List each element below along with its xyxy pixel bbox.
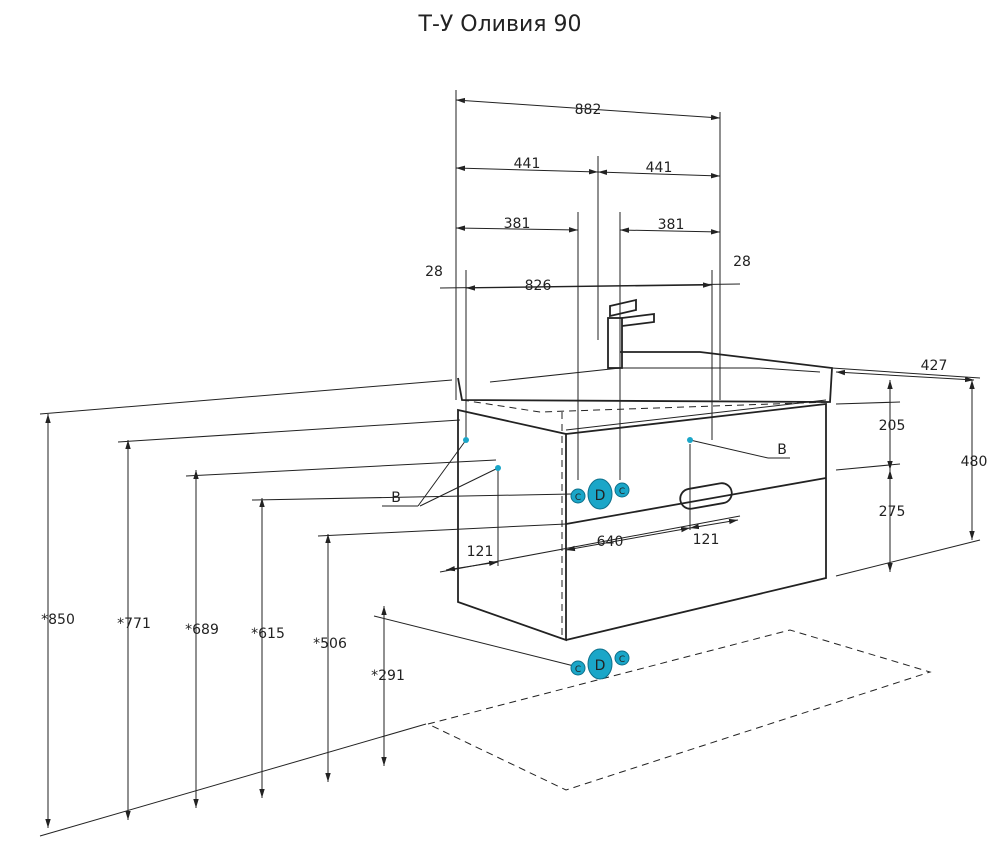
connection-c-icon bbox=[614, 482, 630, 498]
connection-d-label: D bbox=[595, 658, 606, 674]
dim-total-height: 480 bbox=[961, 454, 988, 470]
dim-margin-left: 28 bbox=[425, 264, 443, 280]
dim-inner-width: 826 bbox=[525, 278, 552, 294]
b-point-left-2 bbox=[495, 465, 501, 471]
dim-h689: *689 bbox=[185, 622, 219, 638]
dim-offset-right: 121 bbox=[693, 532, 720, 548]
dim-half-left: 441 bbox=[514, 156, 541, 172]
connection-c-label: C bbox=[575, 665, 581, 675]
dim-drawer-width: 640 bbox=[597, 534, 624, 550]
connection-c-icon bbox=[570, 660, 586, 676]
connection-d-icon bbox=[587, 478, 613, 510]
dim-pipe-left: 381 bbox=[504, 216, 531, 232]
dim-h291: *291 bbox=[371, 668, 405, 684]
drawer-handle bbox=[679, 482, 733, 510]
b-point-left-1 bbox=[463, 437, 469, 443]
top-dimensions bbox=[439, 90, 741, 480]
connections-upper: C D C bbox=[570, 478, 630, 510]
right-dimensions bbox=[831, 367, 981, 577]
b-leaders bbox=[382, 439, 790, 507]
connection-d-icon bbox=[587, 648, 613, 680]
dim-overall-width: 882 bbox=[575, 102, 602, 118]
connection-c-icon bbox=[614, 650, 630, 666]
dim-margin-right: 28 bbox=[733, 254, 751, 270]
connection-c-icon bbox=[570, 488, 586, 504]
label-b-left: B bbox=[391, 490, 401, 506]
connection-c-label: C bbox=[619, 487, 625, 497]
dim-bottom-drawer: 275 bbox=[879, 504, 906, 520]
left-dimensions bbox=[39, 379, 575, 837]
dim-h850: *850 bbox=[41, 612, 75, 628]
faucet bbox=[607, 298, 655, 369]
connection-c-label: C bbox=[575, 493, 581, 503]
floor-outline bbox=[426, 629, 932, 791]
connection-d-label: D bbox=[595, 488, 606, 504]
dim-h771: *771 bbox=[117, 616, 151, 632]
connection-c-label: C bbox=[619, 655, 625, 665]
dim-depth: 427 bbox=[921, 358, 948, 374]
label-b-right: B bbox=[777, 442, 787, 458]
b-point-right bbox=[687, 437, 693, 443]
dim-pipe-right: 381 bbox=[658, 217, 685, 233]
dim-h506: *506 bbox=[313, 636, 347, 652]
dim-half-right: 441 bbox=[646, 160, 673, 176]
dim-top-drawer: 205 bbox=[879, 418, 906, 434]
dim-h615: *615 bbox=[251, 626, 285, 642]
dim-offset-left: 121 bbox=[467, 544, 494, 560]
front-dimensions bbox=[439, 444, 741, 573]
page-title: Т-У Оливия 90 bbox=[418, 12, 582, 37]
cabinet-body bbox=[457, 351, 833, 642]
connections-floor: C D C bbox=[570, 648, 630, 680]
